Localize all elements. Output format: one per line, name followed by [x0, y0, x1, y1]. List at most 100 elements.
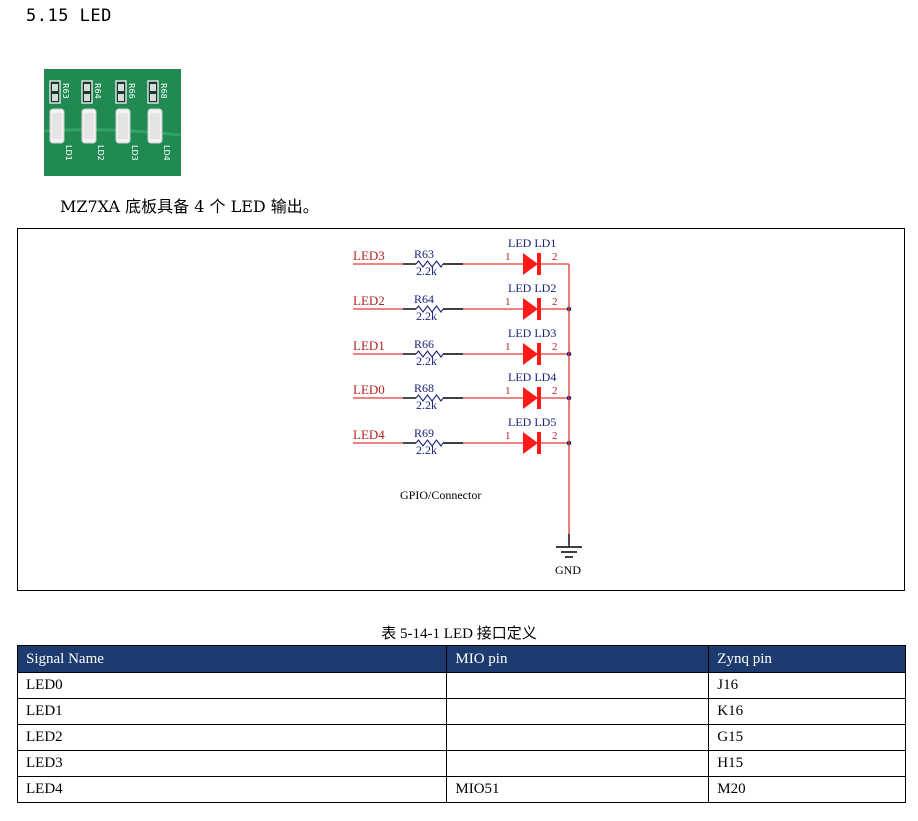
led-cathode-bar: [537, 298, 541, 320]
resistor-pad: [150, 94, 156, 101]
net-label: LED4: [353, 427, 385, 442]
led-pin2-number: 2: [552, 341, 558, 353]
table-row: LED2 G15: [16, 724, 906, 751]
resistor-pad: [84, 94, 90, 101]
led-cathode-bar: [537, 343, 541, 365]
cell-signal: LED4: [16, 776, 448, 803]
cell-signal: LED0: [16, 672, 448, 699]
table-caption: 表 5-14-1 LED 接口定义: [381, 626, 537, 642]
section-heading: 5.15 LED: [26, 6, 112, 26]
led-pin1-number: 1: [505, 430, 511, 442]
resistor-value: 2.2k: [416, 354, 437, 368]
cell-mio: [446, 698, 710, 725]
led-silkscreen-label: LD1: [64, 145, 73, 161]
led-pin2-number: 2: [552, 296, 558, 308]
resistor-symbol: [415, 394, 444, 402]
cell-mio: [446, 672, 710, 699]
resistor-designator: R64: [414, 292, 434, 306]
led-pin2-number: 2: [552, 251, 558, 263]
resistor-designator: R69: [414, 426, 434, 440]
led-designator: LED LD4: [508, 370, 556, 384]
net-label: LED1: [353, 338, 385, 353]
led-diode-symbol: [523, 298, 538, 320]
cell-zynq: H15: [708, 750, 906, 777]
resistor-footprint: [115, 80, 127, 104]
resistor-value: 2.2k: [416, 443, 437, 457]
connector-label: GPIO/Connector: [400, 488, 481, 502]
resistor-symbol: [415, 439, 444, 447]
table-header-row: Signal Name MIO pin Zynq pin: [16, 645, 906, 673]
led-cathode-bar: [537, 432, 541, 454]
led-pin1-number: 1: [505, 296, 511, 308]
led-lens: [84, 113, 94, 139]
resistor-footprint: [147, 80, 159, 104]
table-row: LED4 MIO51 M20: [16, 776, 906, 803]
led-pin1-number: 1: [505, 385, 511, 397]
resistor-value: 2.2k: [416, 264, 437, 278]
header-zynq-pin: Zynq pin: [708, 645, 906, 673]
resistor-pad: [52, 84, 58, 91]
resistor-symbol: [415, 350, 444, 358]
led-silkscreen-label: LD4: [162, 145, 171, 161]
resistor-footprint: [81, 80, 93, 104]
resistor-silkscreen-label: R66: [127, 83, 136, 99]
net-label: LED2: [353, 293, 385, 308]
resistor-symbol: [415, 260, 444, 268]
resistor-pad: [150, 84, 156, 91]
resistor-value: 2.2k: [416, 309, 437, 323]
led-pin2-number: 2: [552, 385, 558, 397]
cell-zynq: J16: [708, 672, 906, 699]
table-row: LED0 J16: [16, 672, 906, 699]
resistor-footprint: [49, 80, 61, 104]
led-designator: LED LD1: [508, 236, 556, 250]
table-row: LED1 K16: [16, 698, 906, 725]
led-interface-table: Signal Name MIO pin Zynq pin LED0 J16 LE…: [16, 645, 906, 803]
net-label: LED3: [353, 248, 385, 263]
led-cathode-bar: [537, 387, 541, 409]
resistor-pad: [84, 84, 90, 91]
led-lens: [118, 113, 128, 139]
net-label: LED0: [353, 382, 385, 397]
led-diode-symbol: [523, 253, 538, 275]
cell-zynq: M20: [708, 776, 906, 803]
led-diode-symbol: [523, 343, 538, 365]
led-cathode-bar: [537, 253, 541, 275]
header-mio-pin: MIO pin: [446, 645, 710, 673]
resistor-designator: R66: [414, 337, 434, 351]
cell-zynq: G15: [708, 724, 906, 751]
resistor-pad: [52, 94, 58, 101]
header-signal-name: Signal Name: [16, 645, 448, 673]
led-lens: [150, 113, 160, 139]
resistor-silkscreen-label: R64: [93, 83, 102, 99]
led-diode-symbol: [523, 387, 538, 409]
resistor-designator: R68: [414, 381, 434, 395]
led-pin2-number: 2: [552, 430, 558, 442]
led-designator: LED LD3: [508, 326, 556, 340]
resistor-silkscreen-label: R63: [61, 83, 70, 99]
cell-mio: MIO51: [446, 776, 710, 803]
resistor-pad: [118, 84, 124, 91]
resistor-silkscreen-label: R68: [159, 83, 168, 99]
led-designator: LED LD5: [508, 415, 556, 429]
cell-signal: LED3: [16, 750, 448, 777]
cell-zynq: K16: [708, 698, 906, 725]
table-row: LED3 H15: [16, 750, 906, 777]
resistor-pad: [118, 94, 124, 101]
led-lens: [52, 113, 62, 139]
resistor-symbol: [415, 305, 444, 313]
led-silkscreen-label: LD2: [96, 145, 105, 161]
led-pin1-number: 1: [505, 341, 511, 353]
cell-signal: LED1: [16, 698, 448, 725]
cell-mio: [446, 750, 710, 777]
led-designator: LED LD2: [508, 281, 556, 295]
led-silkscreen-label: LD3: [130, 145, 139, 161]
led-pin1-number: 1: [505, 251, 511, 263]
led-diode-symbol: [523, 432, 538, 454]
resistor-designator: R63: [414, 247, 434, 261]
intro-paragraph: MZ7XA 底板具备 4 个 LED 输出。: [60, 197, 319, 216]
cell-signal: LED2: [16, 724, 448, 751]
ground-label: GND: [555, 563, 581, 577]
